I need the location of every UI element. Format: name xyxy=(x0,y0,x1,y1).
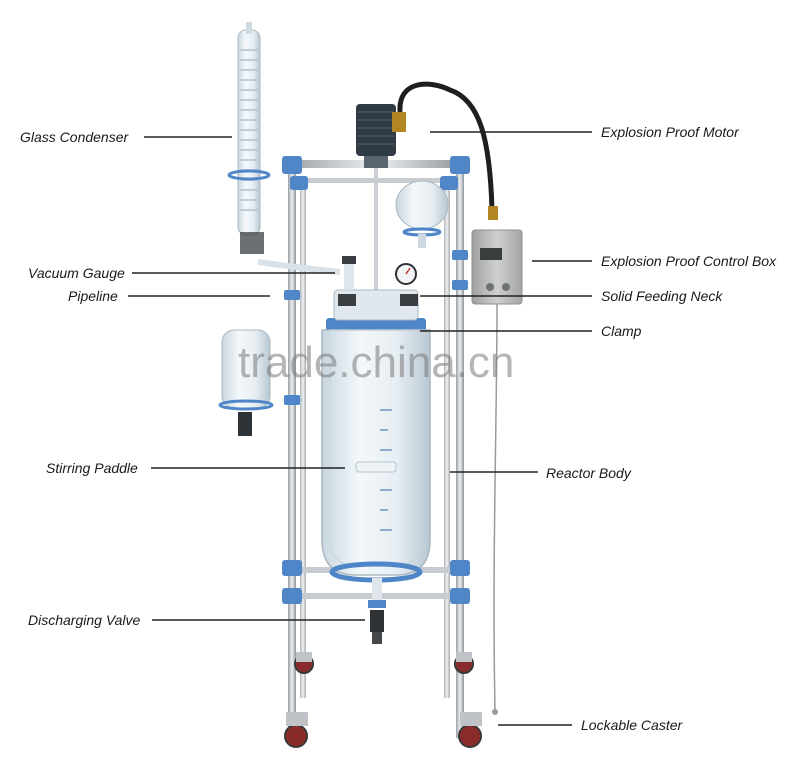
label-explosion-proof-motor: Explosion Proof Motor xyxy=(601,124,739,140)
label-clamp: Clamp xyxy=(601,323,642,339)
label-vacuum-gauge: Vacuum Gauge xyxy=(28,265,125,281)
label-discharging-valve: Discharging Valve xyxy=(28,612,141,628)
reactor-lid xyxy=(326,256,426,332)
control-box xyxy=(471,229,523,715)
glass-condenser xyxy=(227,22,271,254)
label-explosion-proof-control-box: Explosion Proof Control Box xyxy=(601,253,777,269)
label-stirring-paddle: Stirring Paddle xyxy=(46,460,138,476)
leader-lines xyxy=(128,131,592,726)
reactor-vessel xyxy=(321,329,431,583)
casters xyxy=(284,652,482,748)
label-lockable-caster: Lockable Caster xyxy=(581,717,683,733)
feeding-funnel xyxy=(395,180,449,248)
pipeline-tube xyxy=(257,259,341,275)
motor xyxy=(356,81,498,220)
label-solid-feeding-neck: Solid Feeding Neck xyxy=(601,288,723,304)
label-reactor-body: Reactor Body xyxy=(546,465,631,481)
discharge-valve xyxy=(368,578,386,644)
label-glass-condenser: Glass Condenser xyxy=(20,129,129,145)
label-pipeline: Pipeline xyxy=(68,288,118,304)
receiver-flask xyxy=(218,329,274,436)
watermark: trade.china.cn xyxy=(238,338,515,387)
